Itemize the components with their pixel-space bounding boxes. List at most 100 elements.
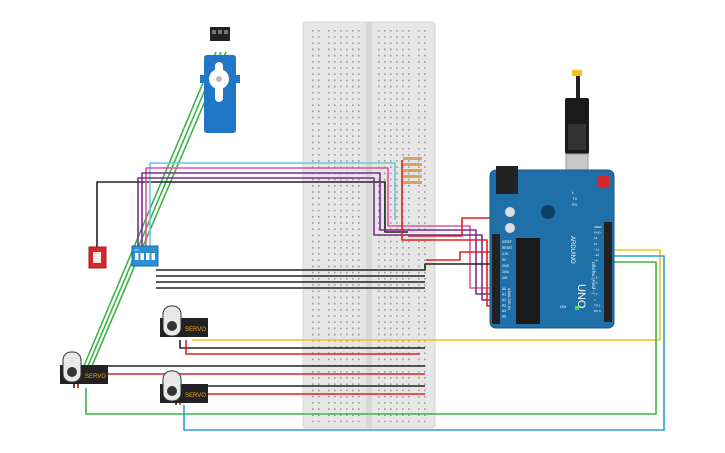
breadboard-hole xyxy=(328,228,330,230)
breadboard-hole xyxy=(378,147,380,150)
breadboard-hole xyxy=(408,110,410,113)
breadboard-hole xyxy=(402,389,404,392)
digital-pins-label: AREF xyxy=(594,225,602,229)
breadboard-hole xyxy=(384,79,386,82)
breadboard-hole xyxy=(424,185,426,187)
breadboard-hole xyxy=(408,141,410,144)
breadboard-hole xyxy=(424,240,426,243)
breadboard-hole xyxy=(334,129,336,131)
breadboard-hole xyxy=(396,265,398,268)
breadboard-hole xyxy=(312,191,314,193)
breadboard-hole xyxy=(352,222,354,224)
breadboard-hole xyxy=(424,302,426,305)
breadboard-hole xyxy=(358,327,360,330)
breadboard-hole xyxy=(378,327,380,330)
breadboard-hole xyxy=(396,408,398,410)
breadboard-hole xyxy=(312,346,314,348)
breadboard-hole xyxy=(402,92,404,94)
breadboard-hole xyxy=(390,278,392,280)
breadboard-hole xyxy=(378,271,380,274)
breadboard-hole xyxy=(390,141,392,144)
breadboard-hole xyxy=(352,191,354,193)
breadboard-hole xyxy=(418,110,420,113)
breadboard-hole xyxy=(328,222,330,224)
breadboard-hole xyxy=(346,309,348,311)
breadboard-hole xyxy=(384,284,386,286)
breadboard-hole xyxy=(378,346,380,348)
dip-switch[interactable]: ON xyxy=(131,245,159,267)
breadboard-hole xyxy=(334,253,336,255)
slide-switch[interactable] xyxy=(88,246,107,269)
breadboard-hole xyxy=(378,67,380,69)
breadboard-hole xyxy=(408,271,410,274)
breadboard-hole xyxy=(424,290,426,292)
breadboard-hole xyxy=(358,61,360,63)
breadboard-hole xyxy=(334,389,336,392)
wire-black-servo1 xyxy=(179,340,425,349)
breadboard-hole xyxy=(334,203,336,206)
breadboard-hole xyxy=(418,414,420,416)
power-pins-label: GND xyxy=(502,264,510,268)
breadboard-hole xyxy=(358,42,360,44)
breadboard-hole xyxy=(378,414,380,416)
breadboard-hole xyxy=(346,234,348,237)
breadboard-hole xyxy=(312,271,314,274)
breadboard-hole xyxy=(424,402,426,404)
breadboard-hole xyxy=(340,116,342,119)
breadboard-hole xyxy=(396,123,398,125)
breadboard-hole xyxy=(408,85,410,88)
breadboard-hole xyxy=(390,98,392,100)
servo-1[interactable]: SERVO xyxy=(160,305,208,337)
breadboard-hole xyxy=(328,389,330,392)
breadboard-hole xyxy=(346,327,348,330)
breadboard-hole xyxy=(346,30,348,32)
breadboard-hole xyxy=(384,110,386,113)
breadboard-hole xyxy=(424,247,426,249)
breadboard-hole xyxy=(318,414,320,416)
breadboard-hole xyxy=(340,98,342,100)
breadboard-hole xyxy=(390,253,392,255)
breadboard-hole xyxy=(340,284,342,286)
breadboard-hole xyxy=(318,259,320,261)
breadboard-hole xyxy=(418,178,420,181)
breadboard-hole xyxy=(402,42,404,44)
breadboard-hole xyxy=(418,420,420,423)
breadboard-hole xyxy=(340,389,342,392)
breadboard-hole xyxy=(340,42,342,44)
breadboard-hole xyxy=(318,197,320,199)
breadboard-hole xyxy=(352,296,354,299)
breadboard-hole xyxy=(378,315,380,317)
breadboard-hole xyxy=(346,160,348,162)
breadboard-hole xyxy=(378,197,380,199)
breadboard-hole xyxy=(328,309,330,311)
analog-pins-label: A5 xyxy=(502,315,506,319)
wire-green-1 xyxy=(77,51,217,388)
breadboard-hole xyxy=(402,116,404,119)
breadboard-hole xyxy=(418,123,420,125)
breadboard-hole xyxy=(408,104,410,106)
breadboard-hole xyxy=(328,154,330,156)
servo-3[interactable]: SERVO xyxy=(160,370,208,403)
breadboard-hole xyxy=(378,48,380,51)
breadboard-hole xyxy=(396,116,398,119)
breadboard-hole xyxy=(328,98,330,100)
breadboard-hole xyxy=(396,346,398,348)
breadboard-hole xyxy=(390,402,392,404)
micro-servo-top[interactable] xyxy=(200,27,240,133)
servo-2[interactable]: SERVO xyxy=(60,351,108,384)
breadboard-hole xyxy=(318,73,320,75)
breadboard-hole xyxy=(390,309,392,311)
breadboard-hole xyxy=(424,104,426,106)
breadboard-hole xyxy=(396,185,398,187)
breadboard[interactable] xyxy=(302,21,436,429)
breadboard-hole xyxy=(312,42,314,44)
breadboard-hole xyxy=(408,358,410,361)
digital-pins-label: 4 xyxy=(594,287,596,291)
breadboard-hole xyxy=(402,30,404,32)
breadboard-hole xyxy=(408,185,410,187)
breadboard-hole xyxy=(328,253,330,255)
breadboard-hole xyxy=(408,30,410,32)
breadboard-hole xyxy=(408,333,410,336)
breadboard-hole xyxy=(312,408,314,410)
